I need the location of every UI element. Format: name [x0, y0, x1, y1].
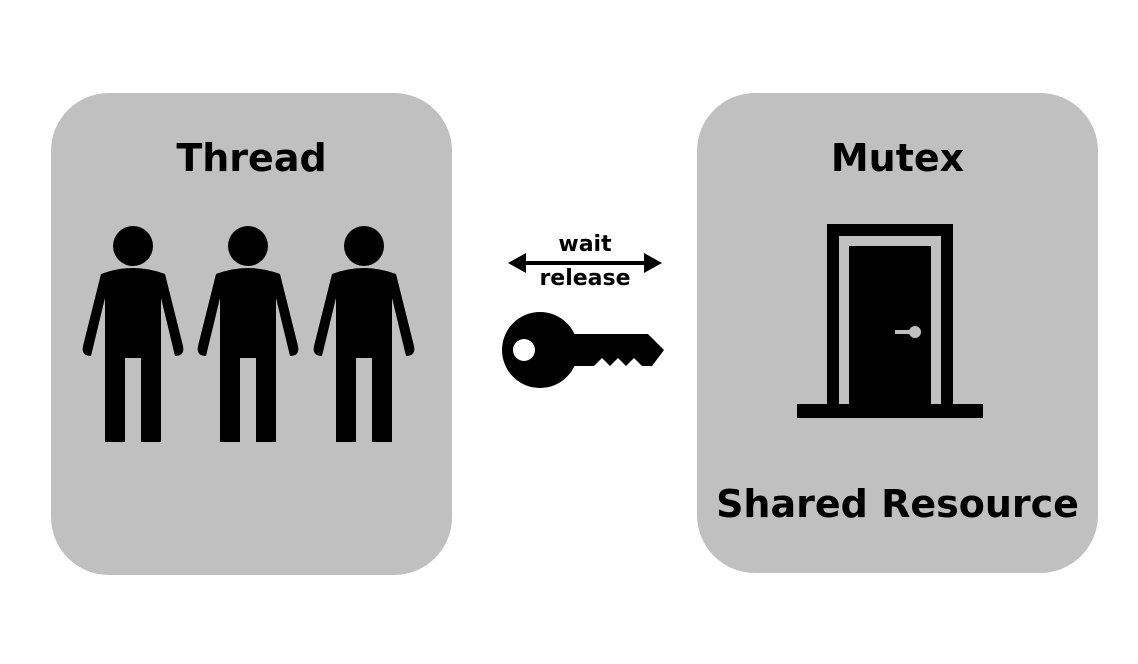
person-icon — [313, 226, 415, 442]
shared-resource-label: Shared Resource — [716, 482, 1079, 526]
person-icon — [197, 226, 299, 442]
key-icon — [502, 312, 664, 388]
person-icon — [82, 226, 184, 442]
release-label: release — [539, 266, 631, 291]
double-headed-arrow-icon — [508, 253, 662, 273]
thread-title: Thread — [176, 136, 327, 180]
mutex-title: Mutex — [830, 136, 965, 180]
door-icon — [797, 224, 983, 418]
wait-label: wait — [558, 232, 612, 257]
